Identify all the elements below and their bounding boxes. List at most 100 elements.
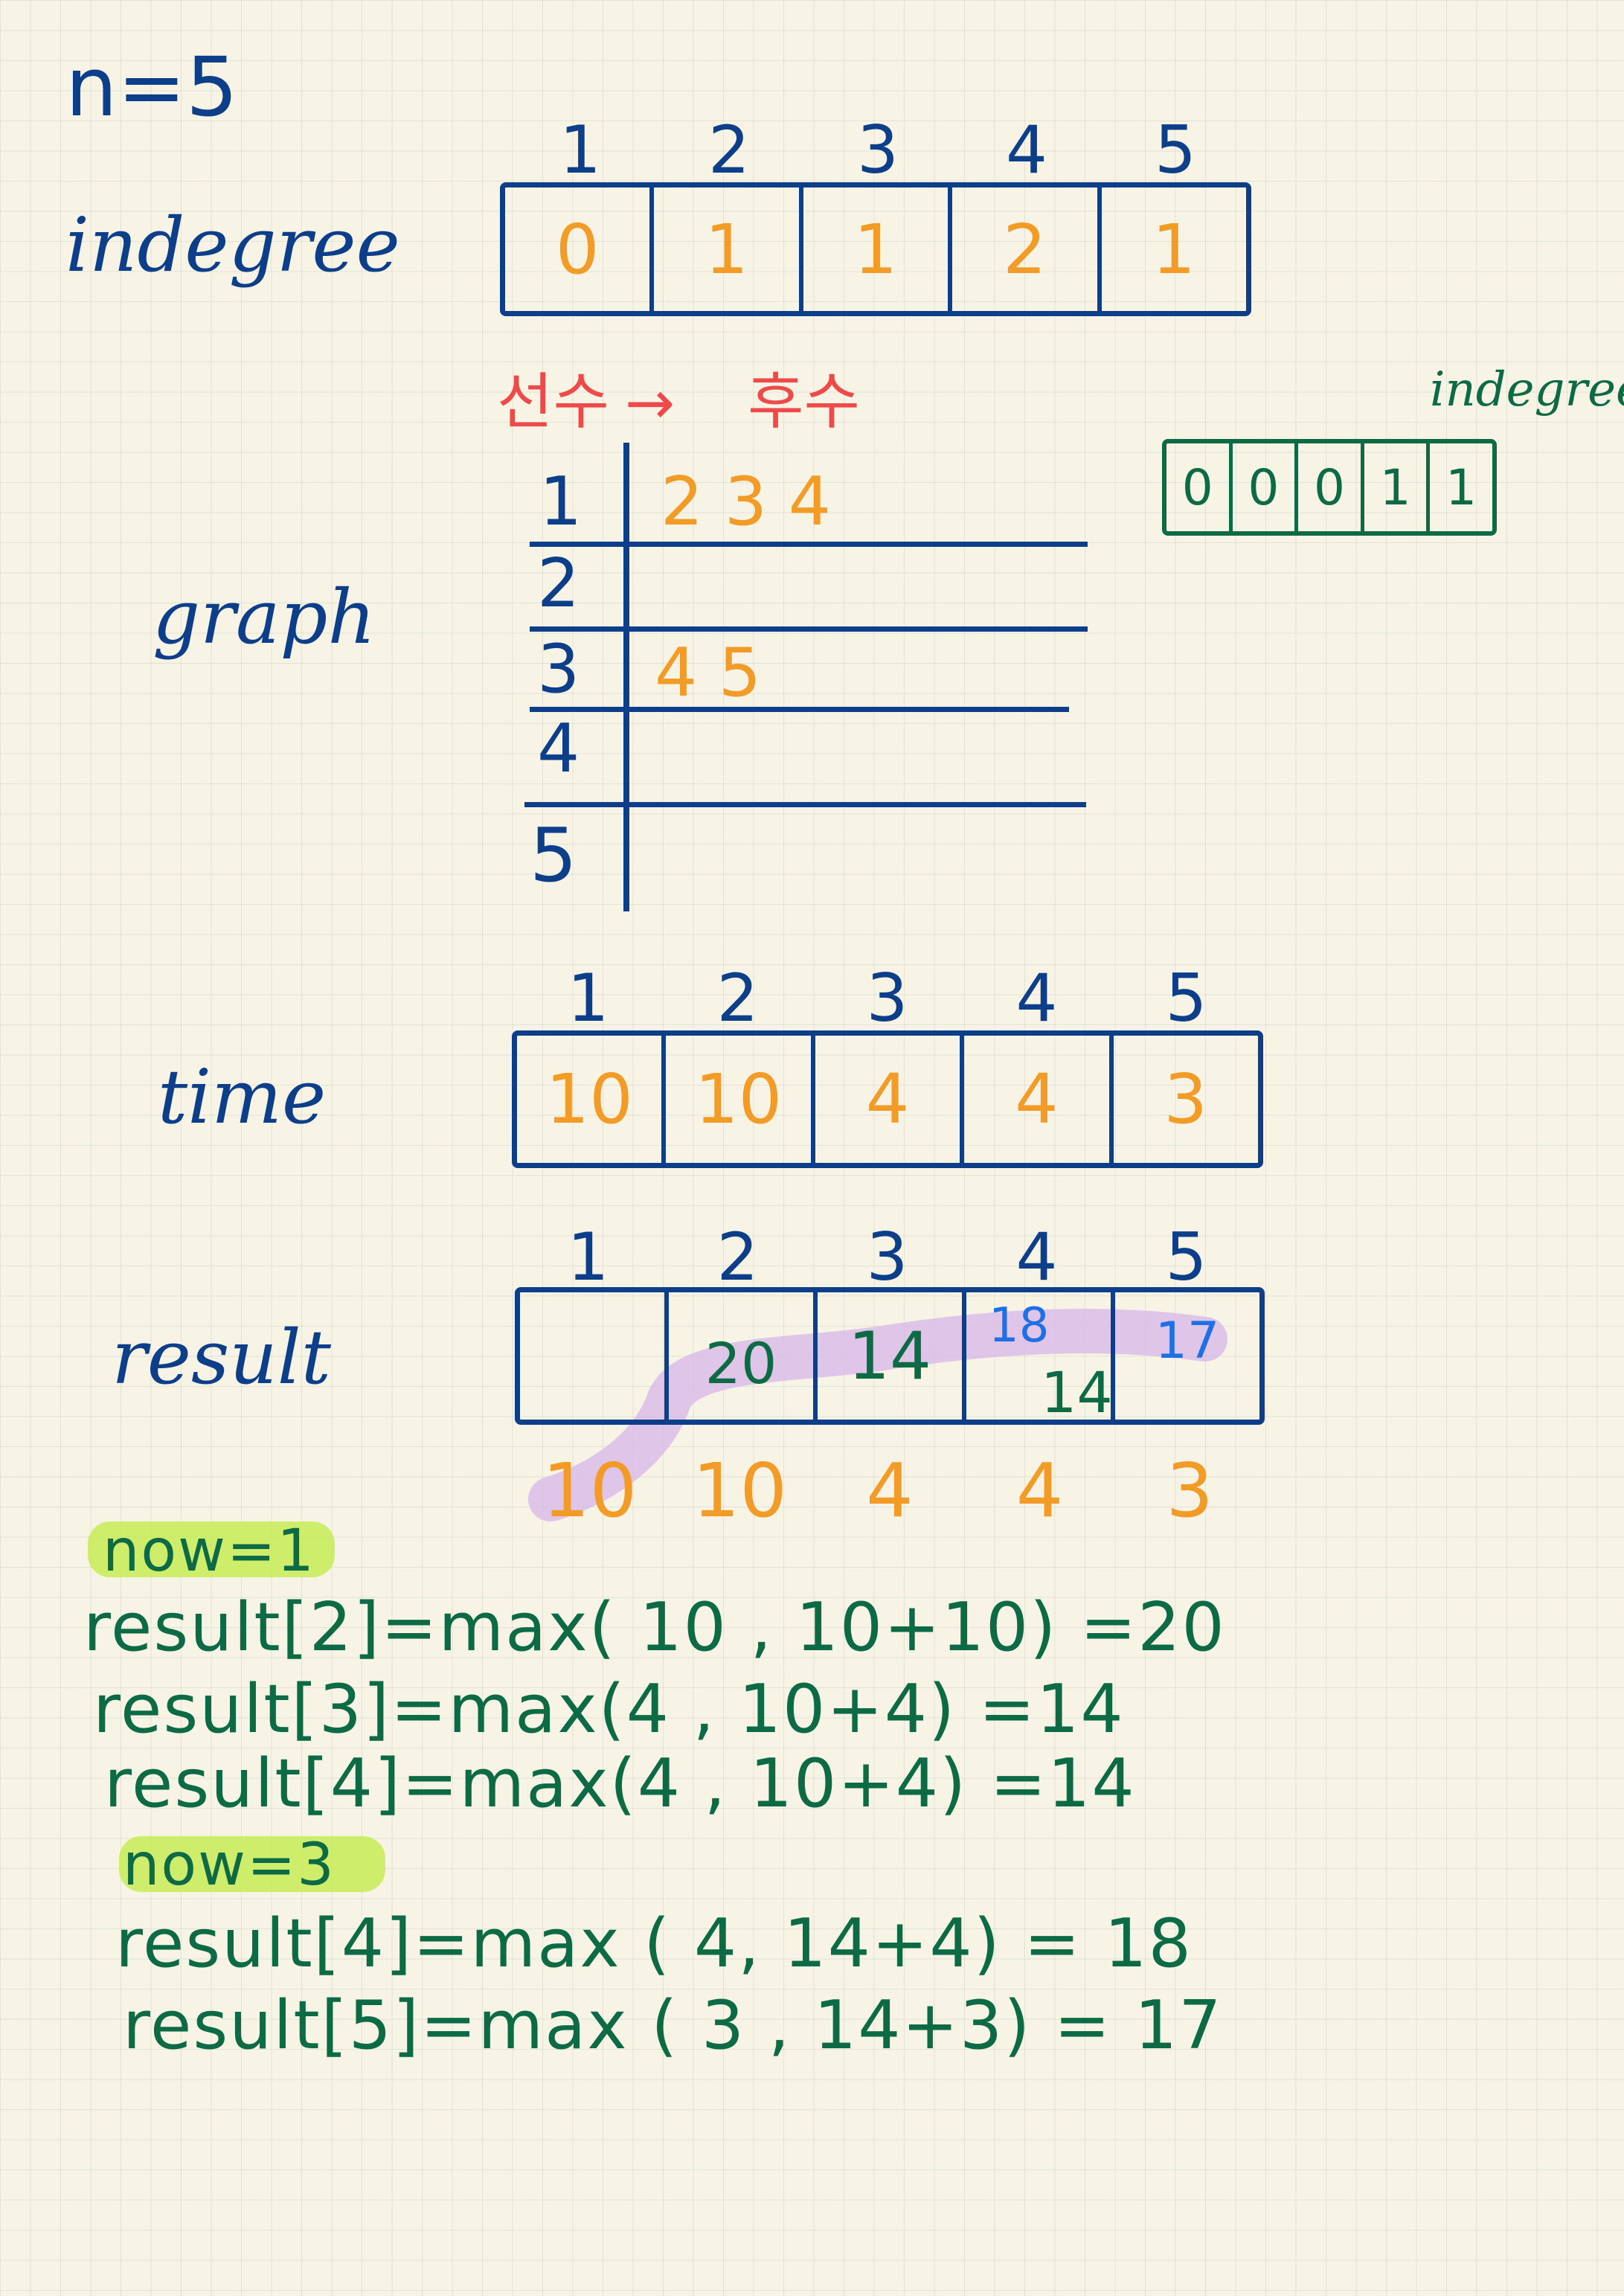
time-value: 4	[865, 1059, 910, 1139]
result-cell: 18 14	[966, 1292, 1115, 1426]
now-highlight	[119, 1836, 385, 1892]
indegree-small-label: indegree	[1430, 362, 1624, 417]
result-cell	[520, 1292, 669, 1420]
result-time-value: 10	[542, 1447, 638, 1534]
time-cell: 10	[517, 1036, 667, 1163]
result-index: 3	[866, 1219, 908, 1295]
time-index: 2	[716, 960, 759, 1036]
graph-header-left: 선수	[497, 367, 609, 437]
indegree-small-cell: 1	[1430, 443, 1492, 531]
step-equation: result[5]=max ( 3 , 14+3) = 17	[123, 1986, 1223, 2065]
indegree-small-value: 0	[1181, 458, 1213, 516]
indegree-small-cell: 0	[1166, 443, 1233, 531]
time-value: 3	[1164, 1059, 1208, 1139]
step-equation: result[2]=max( 10 , 10+10) =20	[83, 1588, 1226, 1667]
critical-path-stroke	[528, 1309, 1227, 1521]
graph-row-divider	[524, 802, 1086, 807]
result-label: result	[112, 1314, 331, 1401]
indegree-cell: 1	[1102, 187, 1246, 311]
graph-row-divider	[530, 707, 1069, 712]
arrow-icon: →	[625, 368, 675, 437]
result-index: 2	[716, 1219, 759, 1295]
result-time-value: 10	[692, 1447, 788, 1534]
graph-row-divider	[530, 542, 1088, 547]
indegree-small-array: 0 0 0 1 1	[1162, 439, 1497, 536]
result-array: 20 14 18 14 17	[515, 1287, 1265, 1426]
time-index: 5	[1165, 960, 1207, 1036]
time-cell: 3	[1114, 1036, 1258, 1163]
indegree-value: 1	[705, 209, 748, 289]
time-value: 4	[1015, 1059, 1059, 1139]
indegree-label: indegree	[65, 202, 400, 289]
graph-next: 2 3 4	[661, 463, 831, 541]
graph-vertical-line	[623, 443, 629, 911]
result-updated-value: 18	[989, 1298, 1050, 1353]
indegree-cell: 1	[803, 187, 953, 311]
time-index: 4	[1015, 960, 1058, 1036]
indegree-index: 3	[857, 112, 899, 188]
indegree-cell: 0	[505, 187, 655, 311]
graph-next: 4 5	[655, 634, 762, 712]
indegree-index: 5	[1155, 112, 1196, 188]
result-index: 1	[567, 1219, 609, 1295]
indegree-small-value: 1	[1445, 458, 1477, 516]
result-cell: 17	[1115, 1292, 1259, 1420]
indegree-index: 1	[559, 112, 601, 188]
indegree-index: 4	[1006, 112, 1047, 188]
result-value: 14	[1041, 1359, 1113, 1426]
indegree-cell: 2	[952, 187, 1102, 311]
graph-row-divider	[530, 626, 1088, 632]
indegree-value: 0	[555, 209, 600, 289]
indegree-cell: 1	[654, 187, 803, 311]
step-now: now=3	[123, 1832, 336, 1899]
time-indices: 1 2 3 4 5	[513, 960, 1261, 1036]
result-value: 20	[705, 1330, 777, 1396]
time-cell: 4	[815, 1036, 965, 1163]
result-value: 14	[848, 1318, 931, 1394]
result-time-value: 4	[1015, 1447, 1064, 1534]
result-time-row: 10 10 4 4 3	[515, 1447, 1265, 1534]
time-value: 10	[695, 1059, 783, 1139]
indegree-small-cell: 0	[1298, 443, 1364, 531]
time-index: 1	[567, 960, 609, 1036]
step-equation: result[4]=max(4 , 10+4) =14	[104, 1745, 1136, 1823]
indegree-index: 2	[708, 112, 750, 188]
graph-header-right: 후수	[748, 367, 860, 437]
graph-label: graph	[153, 574, 376, 661]
time-array: 10 10 4 4 3	[512, 1030, 1263, 1168]
graph-node: 1	[539, 463, 582, 541]
n-label: n=5	[65, 39, 238, 135]
indegree-small-value: 0	[1248, 458, 1280, 516]
result-index: 4	[1015, 1219, 1058, 1295]
indegree-value: 1	[853, 209, 898, 289]
indegree-array: 0 1 1 2 1	[500, 182, 1251, 316]
time-label: time	[158, 1054, 327, 1141]
indegree-small-value: 0	[1313, 458, 1345, 516]
step-equation: result[3]=max(4 , 10+4) =14	[93, 1670, 1125, 1748]
now-highlight	[88, 1521, 335, 1577]
indegree-indices: 1 2 3 4 5	[506, 112, 1250, 188]
result-cell: 14	[818, 1292, 966, 1420]
result-time-value: 3	[1166, 1447, 1213, 1534]
result-time-value: 4	[866, 1447, 914, 1534]
graph-node: 5	[530, 812, 577, 899]
indegree-small-cell: 0	[1233, 443, 1299, 531]
time-cell: 4	[964, 1036, 1114, 1163]
step-equation: result[4]=max ( 4, 14+4) = 18	[115, 1905, 1193, 1983]
graph-node: 4	[537, 710, 580, 788]
indegree-value: 1	[1152, 209, 1196, 289]
time-index: 3	[866, 960, 908, 1036]
step-now: now=1	[103, 1518, 315, 1585]
result-indices: 1 2 3 4 5	[513, 1219, 1261, 1295]
indegree-small-cell: 1	[1364, 443, 1431, 531]
result-index: 5	[1165, 1219, 1207, 1295]
graph-node: 2	[537, 545, 580, 623]
time-value: 10	[545, 1059, 633, 1139]
result-cell: 20	[669, 1292, 818, 1420]
indegree-value: 2	[1003, 209, 1047, 289]
result-updated-value: 17	[1155, 1312, 1220, 1370]
indegree-small-value: 1	[1379, 458, 1411, 516]
time-cell: 10	[666, 1036, 815, 1163]
graph-node: 3	[537, 630, 580, 708]
